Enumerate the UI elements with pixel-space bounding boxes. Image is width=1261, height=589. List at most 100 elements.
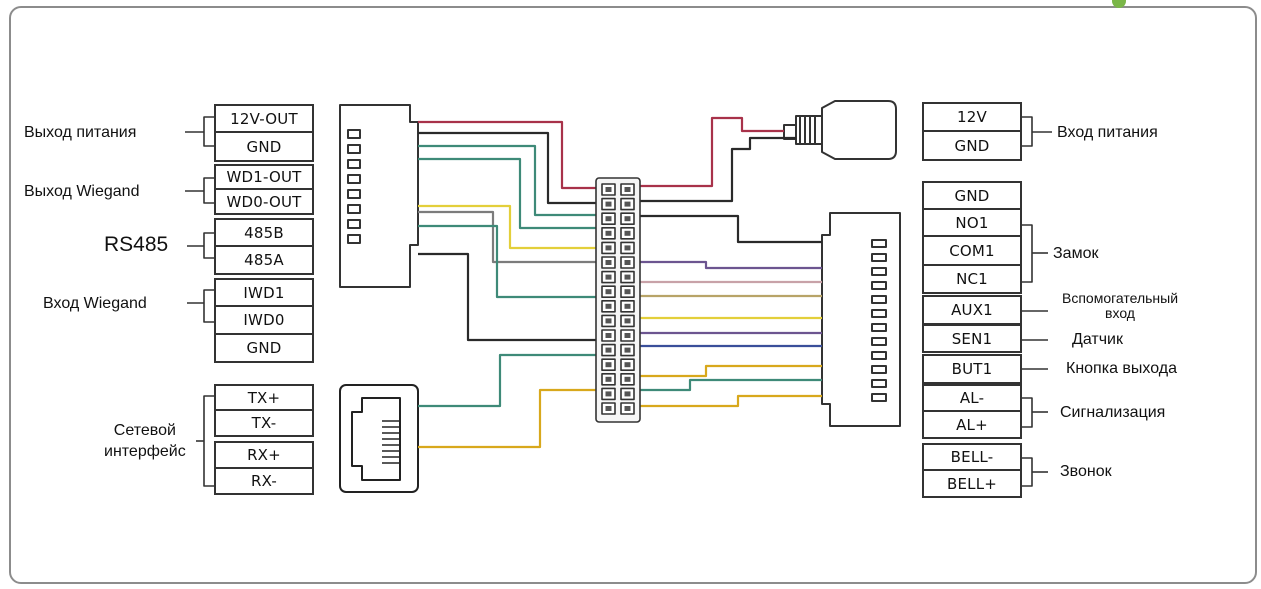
header-pin-contact: [624, 318, 631, 324]
right-connector: [821, 212, 901, 427]
terminal-rx-plus: RX+: [214, 441, 314, 469]
wire-al-orange: [624, 364, 822, 378]
header-pin-contact: [624, 230, 631, 236]
terminal-al-minus: AL-: [922, 384, 1022, 412]
terminal-rx-minus: RX-: [214, 467, 314, 495]
wire-iwd-green: [418, 224, 614, 299]
terminal-but1: BUT1: [922, 354, 1022, 384]
label-sensor: Датчик: [1072, 331, 1123, 348]
terminal-aux1: AUX1: [922, 295, 1022, 325]
central-pin-header: [595, 177, 641, 423]
wire-power-in-black: [624, 136, 796, 203]
header-pin-contact: [605, 347, 612, 353]
terminal-485b: 485B: [214, 218, 314, 247]
header-pin-contact: [605, 245, 612, 251]
terminal-wd1-out: WD1-OUT: [214, 164, 314, 190]
label-network-interface: Сетевой интерфейс: [104, 420, 186, 462]
header-pin-contact: [605, 303, 612, 309]
wire-power-out-red: [418, 120, 614, 190]
header-pin-contact: [605, 216, 612, 222]
wire-rj45-green: [418, 353, 614, 408]
terminal-gnd-in: GND: [214, 333, 314, 363]
terminal-bell-plus: BELL+: [922, 469, 1022, 498]
power-jack: [783, 100, 897, 160]
label-network-line1: Сетевой: [113, 422, 176, 439]
header-pin-contact: [605, 187, 612, 192]
label-wiegand-output: Выход Wiegand: [24, 183, 140, 200]
header-pin-contact: [605, 391, 612, 397]
terminal-iwd1: IWD1: [214, 278, 314, 307]
wire-wiegand-green-2: [418, 157, 614, 230]
header-pin-contact: [605, 362, 612, 368]
wire-lock-purple: [624, 260, 822, 270]
header-pin-contact: [624, 391, 631, 397]
header-pin-contact: [605, 333, 612, 338]
wire-rs485-gray: [418, 210, 614, 264]
label-rs485: RS485: [104, 233, 169, 256]
label-exit-button: Кнопка выхода: [1066, 360, 1178, 377]
wire-bell-green: [624, 378, 822, 392]
header-pin-contact: [624, 187, 631, 192]
wire-rj45-yellow: [418, 388, 614, 449]
label-aux-line2: вход: [1105, 305, 1135, 321]
label-bell: Звонок: [1060, 463, 1112, 480]
label-aux-input: Вспомогательный вход: [1062, 291, 1178, 321]
header-pin-contact: [605, 260, 612, 265]
wire-group: [418, 116, 822, 449]
wire-bell-orange: [624, 394, 822, 408]
terminal-gnd-power-in: GND: [922, 130, 1022, 161]
label-lock: Замок: [1053, 245, 1099, 262]
header-pin-contact: [624, 376, 631, 382]
header-pin-contact: [624, 216, 631, 222]
header-pin-contact: [605, 376, 612, 382]
wire-gnd-black: [418, 252, 614, 342]
header-pin-contact: [624, 347, 631, 353]
header-pin-contact: [605, 318, 612, 324]
terminal-al-plus: AL+: [922, 410, 1022, 439]
label-alarm: Сигнализация: [1060, 404, 1166, 421]
left-connector: [339, 104, 419, 288]
header-pin-contact: [624, 245, 631, 251]
terminal-wd0-out: WD0-OUT: [214, 188, 314, 215]
label-aux-line1: Вспомогательный: [1062, 290, 1179, 306]
terminal-tx-plus: TX+: [214, 384, 314, 411]
terminal-bell-minus: BELL-: [922, 443, 1022, 471]
header-pin-contact: [624, 289, 631, 295]
terminal-sen1: SEN1: [922, 324, 1022, 353]
terminal-gnd-right: GND: [922, 181, 1022, 210]
header-pin-contact: [605, 201, 612, 207]
header-pin-contact: [605, 230, 612, 236]
header-pin-contact: [624, 406, 631, 411]
wire-rs485-yellow: [418, 204, 614, 250]
rj45-jack: [339, 384, 419, 493]
terminal-12v-in: 12V: [922, 102, 1022, 132]
wire-lock-black: [624, 214, 822, 244]
label-wiegand-input: Вход Wiegand: [43, 295, 147, 312]
diagram-frame: [9, 6, 1257, 584]
terminal-com1: COM1: [922, 235, 1022, 266]
terminal-12v-out: 12V-OUT: [214, 104, 314, 133]
header-pin-contact: [605, 406, 612, 411]
label-power-output: Выход питания: [24, 124, 137, 141]
terminal-iwd0: IWD0: [214, 305, 314, 335]
header-pin-contact: [605, 274, 612, 280]
wire-wiegand-green-1: [418, 144, 614, 217]
wire-power-in-red: [624, 116, 784, 188]
wire-power-out-black: [418, 131, 614, 205]
terminal-nc1: NC1: [922, 264, 1022, 294]
header-pin-contact: [624, 260, 631, 265]
header-pin-contact: [624, 274, 631, 280]
header-pin-contact: [624, 362, 631, 368]
header-pin-contact: [624, 303, 631, 309]
leaf-logo-icon: [1112, 0, 1126, 8]
label-power-input: Вход питания: [1057, 124, 1158, 141]
label-brackets: [185, 116, 1052, 487]
header-pin-contact: [624, 333, 631, 338]
header-pin-contact: [605, 289, 612, 295]
terminal-no1: NO1: [922, 208, 1022, 237]
label-network-line2: интерфейс: [104, 443, 186, 460]
terminal-tx-minus: TX-: [214, 409, 314, 437]
header-pin-contact: [624, 201, 631, 207]
terminal-gnd-out: GND: [214, 131, 314, 162]
